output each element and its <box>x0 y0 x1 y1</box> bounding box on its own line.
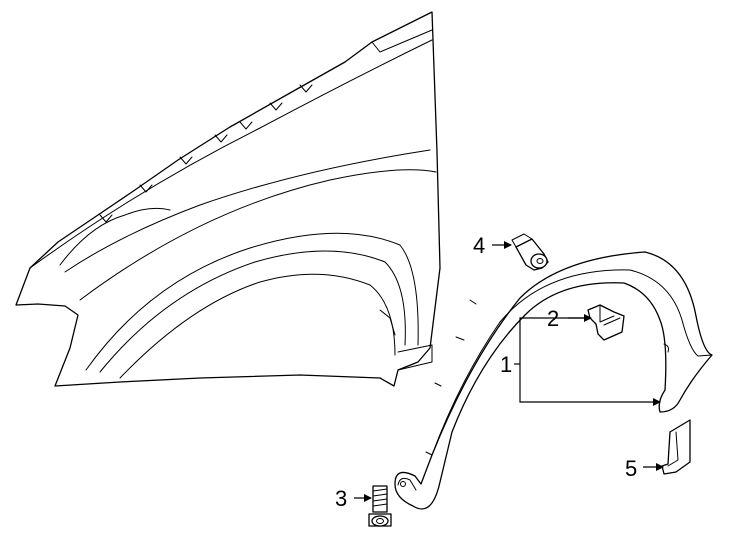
bolt-fastener <box>368 485 392 527</box>
callout-3-label: 3 <box>335 486 347 511</box>
callout-4-label: 4 <box>473 233 485 258</box>
fender-panel <box>15 11 441 387</box>
end-bracket <box>661 419 691 475</box>
wheel-opening-molding <box>394 251 713 510</box>
callout-2-label: 2 <box>547 306 559 331</box>
callout-1-label: 1 <box>500 352 512 377</box>
push-pin-fastener <box>511 233 549 271</box>
retainer-clip <box>587 304 625 341</box>
callout-5-label: 5 <box>625 456 637 481</box>
callout-1-bracket <box>519 317 661 406</box>
